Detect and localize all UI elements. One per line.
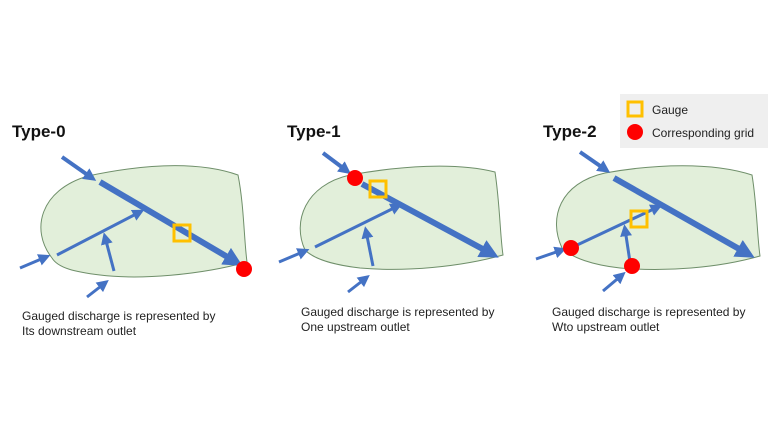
panel-caption-line1: Gauged discharge is represented by [22,309,215,323]
inflow-arrow [278,248,310,264]
grid-marker [563,240,579,256]
tributary-arrow [56,209,145,257]
grid-marker [347,170,363,186]
panel-caption-line2: Wto upstream outlet [552,320,660,334]
inflow-arrow [535,246,567,261]
panel-caption-line2: One upstream outlet [301,320,410,334]
basin-shape [40,165,248,278]
gauge-marker [172,223,192,243]
grid-marker [236,261,252,277]
gauge-marker [629,209,649,229]
inflow-arrow [347,275,370,294]
basin-shape [299,165,504,270]
inflow-arrow [578,150,611,173]
inflow-arrow [60,155,97,181]
legend-gauge-label: Gauge [652,103,688,117]
panel-title: Type-0 [12,122,66,141]
tributary-arrow [314,203,403,249]
panel-title: Type-1 [287,122,341,141]
panel-caption-line1: Gauged discharge is represented by [301,305,494,319]
inflow-arrow [321,151,352,175]
tributary-arrow [101,232,116,272]
legend: Gauge Corresponding grid [620,94,768,148]
tributary-arrow [574,204,663,248]
inflow-arrow [19,254,51,270]
tributary-arrow [620,224,633,263]
inflow-arrow [602,271,626,293]
panel-caption-line1: Gauged discharge is represented by [552,305,745,319]
basin-shape [555,165,761,270]
tributary-arrow [361,226,375,267]
inflow-arrow [86,280,109,299]
panel-caption-line2: Its downstream outlet [22,324,137,338]
panel-title: Type-2 [543,122,597,141]
panel-type-1: Type-1 Gauged discharge is represented b… [278,122,504,334]
legend-gauge-symbol [626,100,644,118]
legend-grid-label: Corresponding grid [652,126,754,140]
gauge-marker [368,179,388,199]
legend-box [620,94,768,148]
panel-type-0: Type-0 Gauged discharge is represented b… [12,122,252,338]
main-stream-arrow [98,179,243,266]
legend-grid-symbol [627,124,643,140]
grid-marker [624,258,640,274]
panel-type-2: Type-2 Gauged discharge is represented b… [535,122,761,334]
main-stream-arrow [612,175,755,258]
